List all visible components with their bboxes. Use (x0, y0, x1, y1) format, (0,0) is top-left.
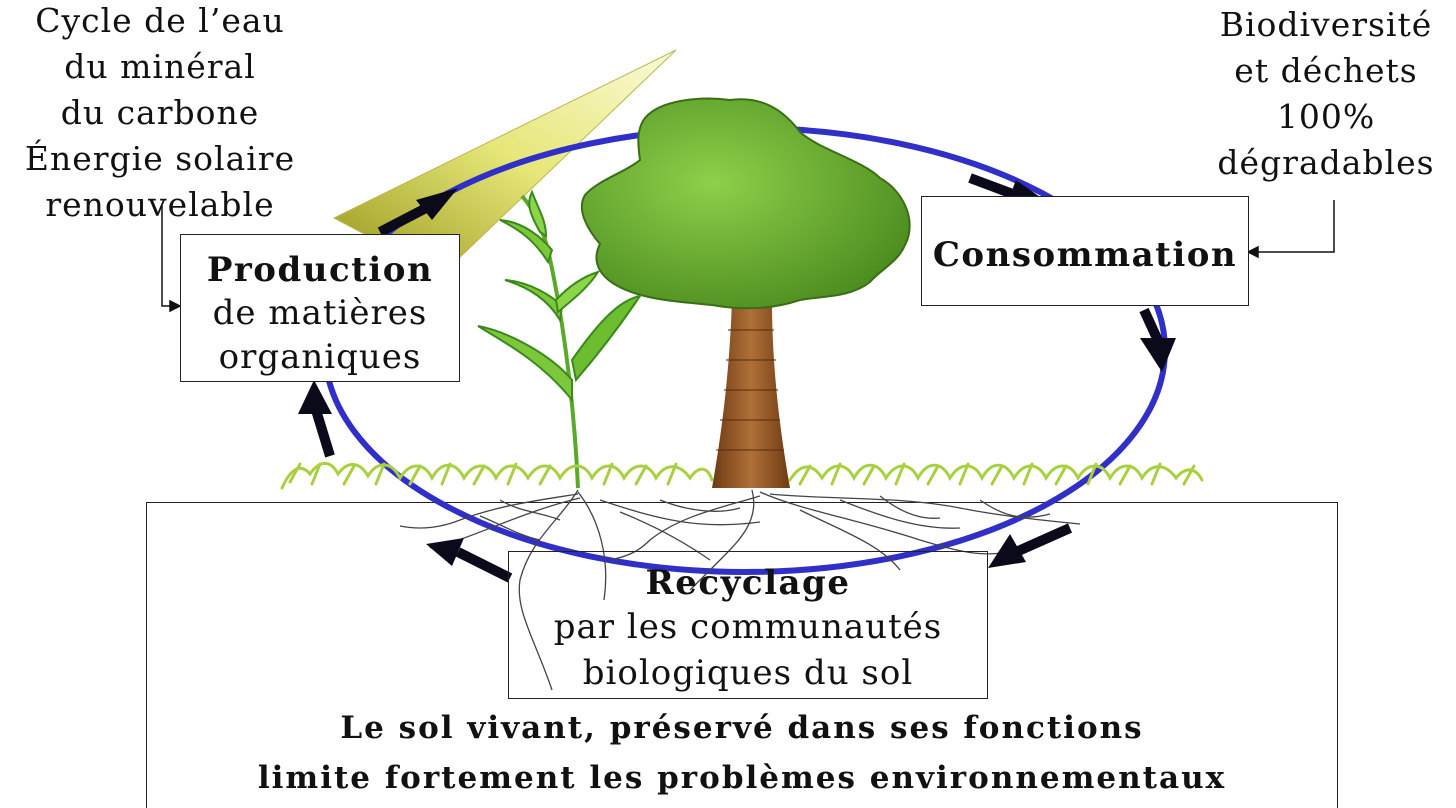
tree-trunk (712, 300, 790, 488)
recyclage-title: Recyclage (645, 563, 851, 603)
left-note-line-5: renouvelable (45, 185, 275, 224)
recyclage-line-1: par les communautés (553, 607, 943, 647)
recyclage-box: Recyclage par les communautés biologique… (508, 551, 988, 699)
soil-line-2: limite fortement les problèmes environne… (257, 760, 1227, 796)
right-note-line-4: dégradables (1217, 143, 1435, 182)
arrow-left-bottom (426, 538, 464, 566)
arrow-down-right (1140, 338, 1176, 372)
grass (280, 462, 1204, 490)
production-title: Production (206, 250, 434, 290)
arrow-up-left (298, 380, 332, 414)
left-note: Cycle de l’eau du minéral du carbone Éne… (4, 0, 316, 228)
production-line-2: organiques (218, 337, 422, 377)
production-line-1: de matières (212, 293, 428, 333)
roots (399, 489, 1081, 691)
left-note-line-1: Cycle de l’eau (35, 1, 285, 40)
right-note-line-3: 100% (1276, 97, 1376, 136)
left-note-line-3: du carbone (60, 93, 260, 132)
young-plant (477, 189, 643, 489)
consommation-title: Consommation (932, 235, 1238, 275)
left-note-line-2: du minéral (64, 47, 256, 86)
cycle-arrows (298, 173, 1176, 583)
soil-box: Le sol vivant, préservé dans ses fonctio… (146, 502, 1338, 808)
recyclage-line-2: biologiques du sol (582, 653, 914, 693)
arrow-to-recyclage (988, 534, 1026, 568)
right-note-line-2: et déchets (1234, 51, 1418, 90)
soil-text: Le sol vivant, préservé dans ses fonctio… (147, 703, 1337, 803)
production-box: Production de matières organiques (180, 234, 460, 382)
note-connectors (161, 200, 1335, 313)
right-note-line-1: Biodiversité (1219, 5, 1433, 44)
left-note-line-4: Énergie solaire (24, 139, 296, 178)
consommation-box: Consommation (921, 196, 1249, 306)
soil-line-1: Le sol vivant, préservé dans ses fonctio… (340, 710, 1144, 746)
right-note: Biodiversité et déchets 100% dégradables (1196, 2, 1456, 186)
tree-crown (580, 97, 911, 310)
